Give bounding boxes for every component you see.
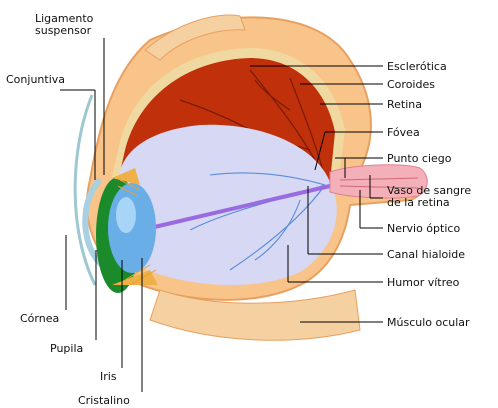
label-retina: Retina	[387, 98, 422, 111]
label-cristalino: Cristalino	[78, 394, 130, 407]
label-pupila: Pupila	[50, 342, 83, 355]
label-cornea: Córnea	[20, 312, 59, 325]
label-fovea: Fóvea	[387, 126, 420, 139]
label-coroides: Coroides	[387, 78, 435, 91]
label-esclerotica: Esclerótica	[387, 60, 447, 73]
label-canal: Canal hialoide	[387, 248, 465, 261]
label-nervio: Nervio óptico	[387, 222, 460, 235]
label-punto-ciego: Punto ciego	[387, 152, 452, 165]
label-conjuntiva: Conjuntiva	[6, 73, 65, 86]
label-vaso-2: de la retina	[387, 196, 450, 209]
label-humor: Humor vítreo	[387, 276, 460, 289]
label-ligamento-2: suspensor	[35, 24, 92, 37]
label-musculo: Músculo ocular	[387, 316, 470, 329]
lens-highlight	[116, 197, 136, 233]
label-iris: Iris	[100, 370, 117, 383]
